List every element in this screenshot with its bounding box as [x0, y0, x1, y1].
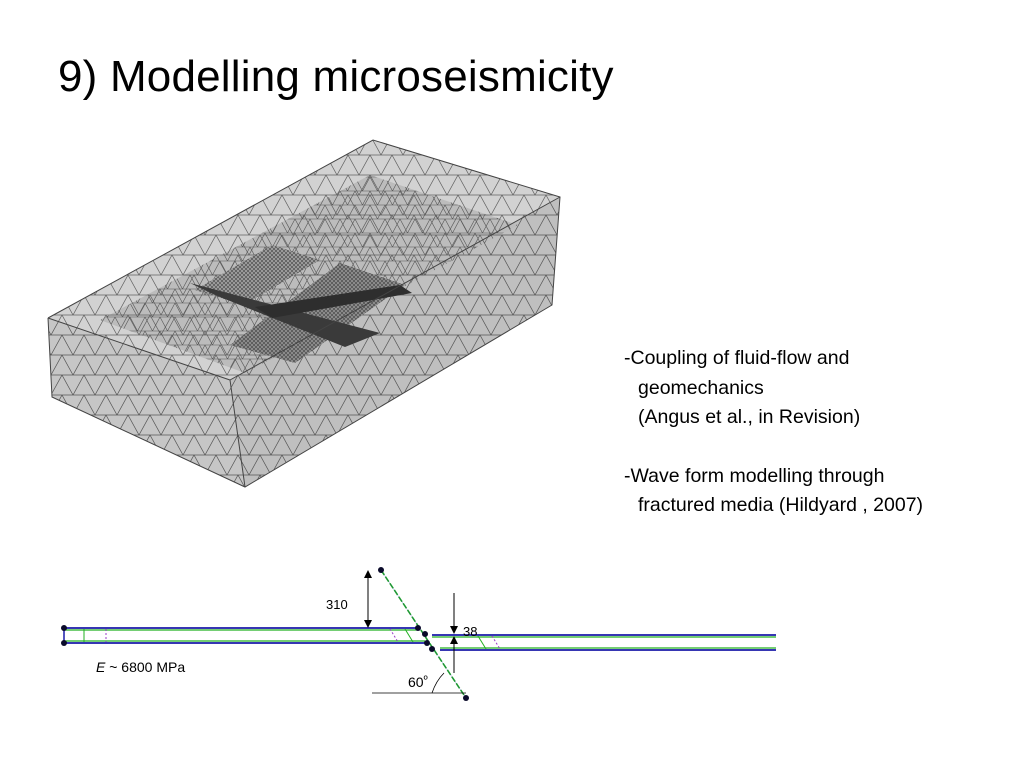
angle-value: 60 — [408, 674, 424, 690]
bullet-list: -Coupling of fluid-flow and geomechanics… — [624, 344, 923, 521]
modulus-value: ~ 6800 MPa — [105, 659, 186, 675]
modulus-label: E ~ 6800 MPa — [96, 659, 185, 675]
bullet-1-line-1: -Coupling of fluid-flow and — [624, 347, 850, 369]
bullet-2-line-1: -Wave form modelling through — [624, 464, 885, 487]
dimension-top-label: 310 — [326, 597, 348, 612]
angle-label: 60º — [408, 674, 428, 690]
angle-unit: º — [423, 674, 428, 686]
bullet-1-line-2: geomechanics — [638, 376, 764, 399]
bullet-2-line-2: fractured media (Hildyard , 2007) — [638, 494, 924, 516]
fracture-diagram — [61, 567, 776, 701]
bullet-1-line-3: (Angus et al., in Revision) — [638, 406, 861, 428]
modulus-symbol: E — [96, 659, 106, 675]
page-title: 9) Modelling microseismicity — [58, 52, 614, 101]
dimension-gap-label: 38 — [463, 624, 478, 639]
bullet-spacer — [624, 433, 923, 462]
mesh-model-image — [47, 139, 561, 488]
